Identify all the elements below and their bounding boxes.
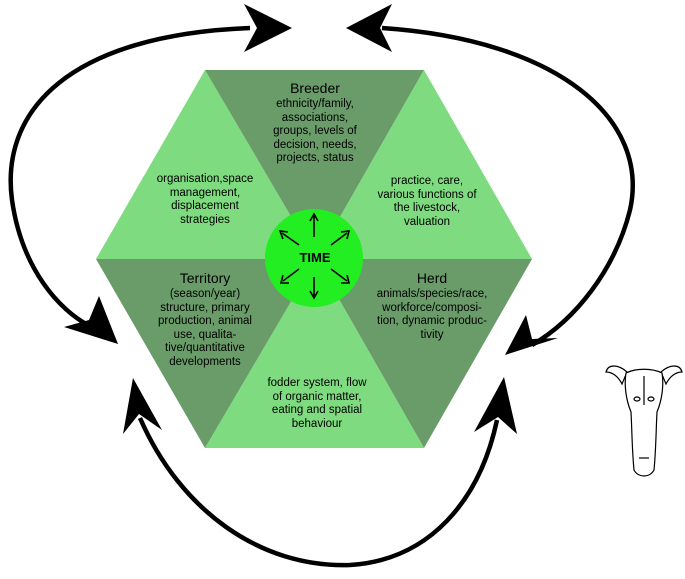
organisation-label: organisation,space management, displacem…	[142, 173, 268, 227]
arrowhead-bottom-left-icon	[123, 378, 162, 434]
arrowhead-right-icon	[505, 315, 558, 355]
fodder-line: of organic matter,	[272, 390, 362, 403]
segment-fodder	[205, 259, 424, 448]
herd-title: Herd	[416, 270, 448, 286]
arrowhead-left-icon	[64, 296, 118, 344]
arrowhead-top-left-icon	[244, 4, 292, 52]
cycle-arrowheads	[64, 4, 558, 434]
arrow-upright-head	[340, 230, 351, 240]
organisation-line: displacement	[171, 200, 239, 212]
cycle-arc-left	[8, 25, 251, 327]
herd-line: tion, dynamic produc-	[377, 315, 487, 327]
segment-practice	[316, 70, 532, 259]
territory-title: Territory	[179, 270, 231, 286]
breeder-title: Breeder	[290, 80, 340, 96]
cycle-arc-right	[381, 25, 635, 347]
cycle-arc-bottom	[137, 417, 500, 568]
time-circle	[265, 209, 363, 307]
arrow-downright-head	[341, 274, 351, 284]
territory-line: structure, primary	[160, 301, 250, 314]
segment-territory	[96, 259, 316, 448]
herd-label: Herd animals/species/race, workforce/com…	[362, 270, 502, 342]
arrow-downleft-icon	[282, 268, 300, 282]
hexagon	[96, 70, 532, 448]
practice-label: practice, care, various functions of the…	[362, 175, 492, 229]
cycle-arrows	[8, 25, 635, 568]
practice-line: the livestock,	[393, 202, 461, 214]
fodder-line: behaviour	[291, 417, 343, 430]
animal-skull-icon	[605, 365, 683, 477]
segment-breeder	[205, 70, 424, 259]
breeder-line: groups, levels of	[273, 125, 357, 137]
practice-line: valuation	[403, 215, 451, 228]
fodder-line: eating and spatial	[271, 404, 363, 416]
fodder-label: fodder system, flow of organic matter, e…	[252, 377, 382, 431]
territory-line: use, qualita-	[173, 328, 237, 341]
breeder-line: projects, status	[276, 152, 354, 164]
territory-line: developments	[169, 355, 241, 368]
organisation-line: management,	[169, 186, 241, 199]
organisation-line: organisation,space	[156, 173, 254, 185]
arrow-up-head	[309, 212, 319, 222]
segment-organisation	[96, 70, 316, 259]
herd-line: animals/species/race,	[376, 288, 488, 300]
arrow-upright-icon	[330, 232, 348, 246]
fodder-line: fodder system, flow	[267, 377, 367, 389]
territory-line: (season/year)	[169, 288, 241, 300]
radial-arrows	[278, 212, 351, 300]
practice-line: practice, care,	[390, 175, 464, 187]
arrow-upleft-head	[278, 230, 289, 240]
territory-line: tive/quantitative	[165, 342, 245, 354]
breeder-line: decision, needs,	[273, 138, 357, 151]
territory-line: production, animal	[158, 315, 252, 327]
arrow-downleft-head	[279, 274, 289, 284]
breeder-label: Breeder ethnicity/family, associations, …	[245, 80, 385, 166]
arrowhead-top-right-icon	[346, 4, 392, 52]
segment-herd	[316, 259, 532, 448]
practice-line: various functions of	[377, 188, 477, 201]
herd-line: workforce/composi-	[382, 301, 482, 314]
territory-label: Territory (season/year) structure, prima…	[140, 270, 270, 369]
arrowhead-bottom-right-icon	[474, 377, 517, 434]
time-label: TIME	[299, 250, 331, 265]
arrow-downright-icon	[330, 268, 348, 282]
breeder-line: ethnicity/family,	[276, 98, 354, 110]
herd-line: tivity	[420, 328, 444, 341]
breeder-line: associations,	[281, 111, 349, 124]
organisation-line: strategies	[180, 213, 230, 226]
arrow-upleft-icon	[281, 232, 300, 246]
arrow-down-head	[309, 290, 319, 300]
